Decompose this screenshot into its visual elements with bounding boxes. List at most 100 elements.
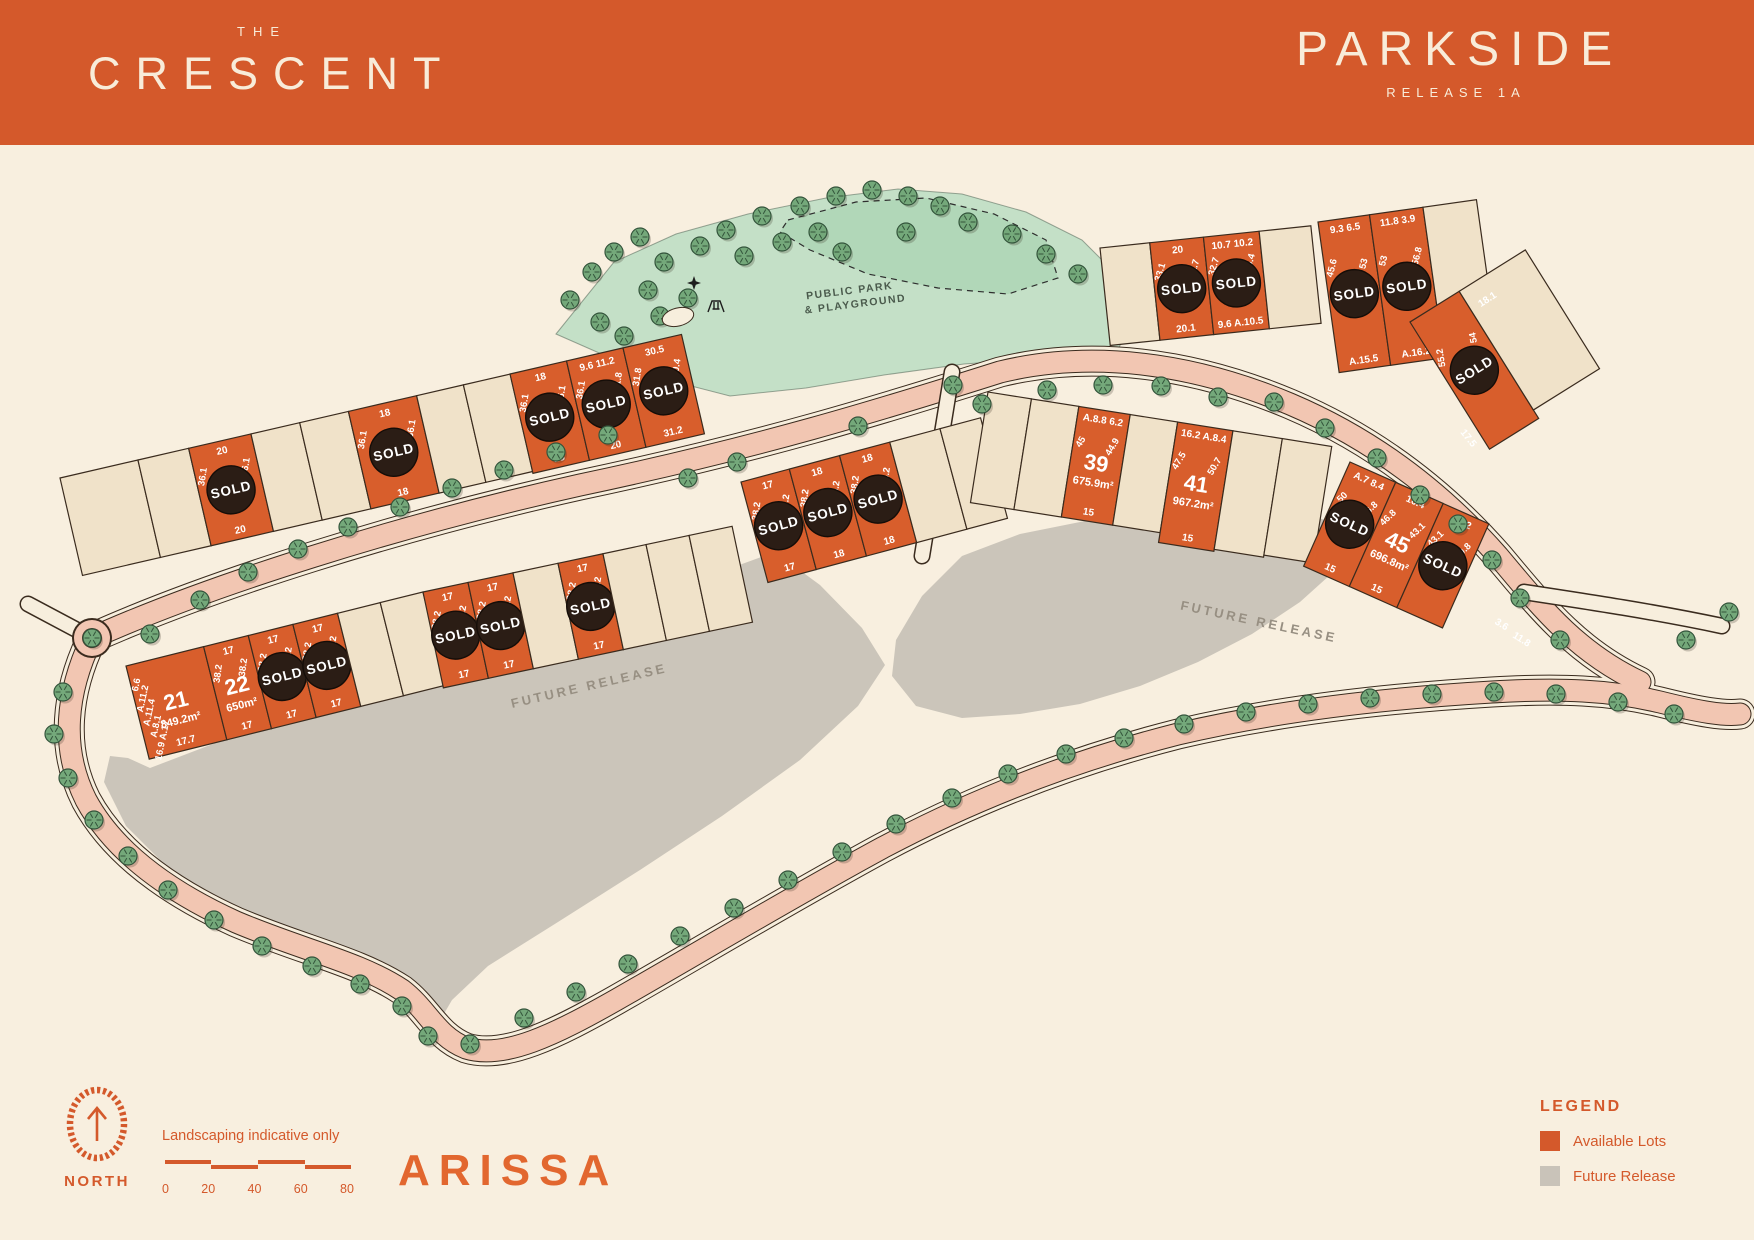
tree-detail [906, 233, 911, 239]
tree-canopy [630, 227, 650, 247]
tree-detail [853, 419, 858, 425]
tree-detail [1012, 227, 1017, 233]
tree-detail [1555, 633, 1560, 639]
tree-canopy [598, 425, 618, 445]
tree-detail [570, 293, 575, 299]
tree-detail [628, 965, 633, 971]
tree-detail [150, 627, 155, 633]
tree-icon [1174, 714, 1195, 736]
tree-detail [757, 217, 762, 223]
tree-detail [683, 291, 688, 297]
tree-icon [772, 232, 793, 254]
tree-detail [935, 207, 940, 213]
tree-detail [1555, 641, 1560, 647]
tree-detail [700, 247, 705, 253]
tree-detail [628, 957, 633, 963]
tree-detail [343, 520, 348, 526]
tree-detail [1453, 517, 1458, 523]
tree-detail [675, 937, 680, 943]
tree-detail [209, 913, 214, 919]
lot-dim-left: 53 [1377, 254, 1390, 267]
tree-detail [688, 471, 693, 477]
tree-canopy [958, 212, 978, 232]
tree-detail [1041, 255, 1046, 261]
tree-detail [1415, 488, 1420, 494]
tree-detail [940, 207, 945, 213]
tree-canopy [1114, 728, 1134, 748]
tree-detail [1246, 713, 1251, 719]
tree-icon [734, 246, 755, 268]
tree-canopy [614, 326, 634, 346]
tree-canopy [1448, 514, 1468, 534]
tree-icon [582, 262, 603, 284]
tree-detail [903, 197, 908, 203]
lot-dim-left: 38.2 [212, 664, 225, 684]
tree-icon [1093, 375, 1114, 397]
tree-icon [958, 212, 979, 234]
tree-detail [312, 967, 317, 973]
tree-canopy [1676, 630, 1696, 650]
tree-detail [1156, 379, 1161, 385]
tree-detail [600, 323, 605, 329]
tree-icon [302, 956, 323, 978]
tree-canopy [1410, 485, 1430, 505]
tree-detail [595, 315, 600, 321]
tree-detail [355, 977, 360, 983]
lot-dim-bottom: 15 [1082, 506, 1095, 519]
tree-detail [402, 999, 407, 1005]
tree-icon [58, 768, 79, 790]
tree-canopy [790, 196, 810, 216]
tree-icon [1037, 380, 1058, 402]
lot [1458, 249, 1601, 411]
tree-detail [732, 463, 737, 469]
lot-21[interactable]: 17.76.6A.11.2A.11.4A.8.116.9 A.1721849.2… [124, 645, 228, 766]
tree-detail [145, 627, 150, 633]
lot-cluster-east-b: A.7 8.4155046.8SOLD16.41546.843.145696.8… [1302, 461, 1490, 629]
tree-detail [648, 291, 653, 297]
lot-dim-right: 54 [1467, 331, 1480, 344]
tree-detail [307, 959, 312, 965]
tree-detail [576, 993, 581, 999]
tree-detail [1370, 691, 1375, 697]
tree-detail [343, 528, 348, 534]
tree-detail [908, 197, 913, 203]
lot-dim-left: A.8.1 [149, 713, 165, 738]
tree-detail [623, 965, 628, 971]
tree-detail [1161, 387, 1166, 393]
tree-detail [1365, 699, 1370, 705]
tree-icon [1264, 392, 1285, 414]
tree-detail [977, 397, 982, 403]
tree-canopy [1546, 684, 1566, 704]
tree-icon [442, 478, 463, 500]
tree-icon [898, 186, 919, 208]
tree-detail [1047, 383, 1052, 389]
tree-detail [737, 463, 742, 469]
tree-detail [1427, 695, 1432, 701]
tree-detail [603, 428, 608, 434]
lot-boundary [688, 525, 754, 633]
tree-detail [499, 471, 504, 477]
tree-detail [655, 309, 660, 315]
tree-detail [348, 520, 353, 526]
tree-detail [1184, 717, 1189, 723]
tree-detail [395, 508, 400, 514]
lot-boundary [1263, 437, 1333, 564]
